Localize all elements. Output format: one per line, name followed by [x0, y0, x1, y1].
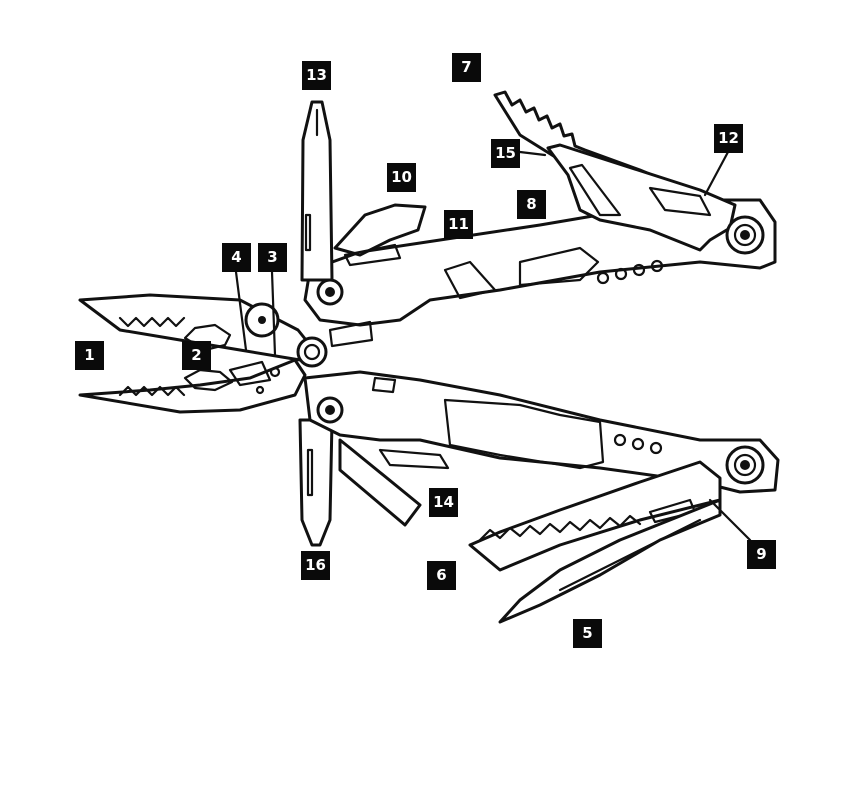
- tool-10: [333, 203, 427, 267]
- callout-7: 7: [452, 53, 481, 82]
- pliers: [78, 278, 344, 414]
- blade-8: [546, 143, 765, 255]
- screwdriver-16: [298, 418, 334, 547]
- handle-bottom: [303, 370, 780, 494]
- callout-14: 14: [429, 488, 458, 517]
- callout-5: 5: [573, 619, 602, 648]
- callout-2: 2: [182, 341, 211, 370]
- callout-10: 10: [387, 163, 416, 192]
- leader-lines: [234, 150, 752, 542]
- main-blade-5: [498, 498, 722, 624]
- screwdriver-13: [300, 100, 334, 282]
- callout-9: 9: [747, 540, 776, 569]
- callout-6: 6: [427, 561, 456, 590]
- callout-8: 8: [517, 190, 546, 219]
- callout-3: 3: [258, 243, 287, 272]
- callout-16: 16: [301, 551, 330, 580]
- callout-4: 4: [222, 243, 251, 272]
- callout-1: 1: [75, 341, 104, 370]
- callout-11: 11: [444, 210, 473, 239]
- callout-15: 15: [491, 139, 520, 168]
- callout-13: 13: [302, 61, 331, 90]
- callout-12: 12: [714, 124, 743, 153]
- tool-14: [338, 438, 450, 527]
